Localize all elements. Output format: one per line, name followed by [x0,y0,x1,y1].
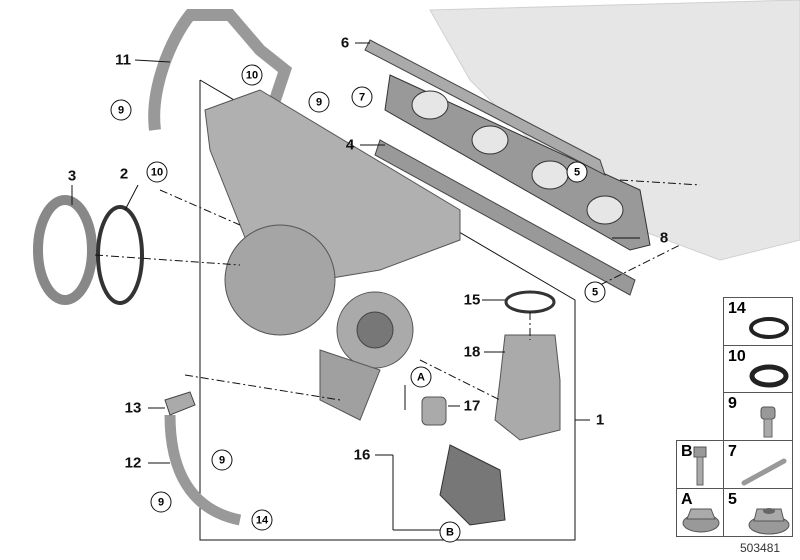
callout-9-bubble: 9 [110,99,132,121]
callout-13: 13 [124,399,142,417]
legend-cell-7: 7 [723,440,793,489]
legend-label: 10 [728,348,746,365]
callout-18: 18 [463,343,481,361]
heat-shield-rail [374,139,636,296]
diagram-reference-number: 503481 [740,541,781,555]
oil-return-pipe [164,414,242,526]
gasket-strip [364,39,606,177]
legend-label: 7 [728,443,737,460]
turbocharger-housing [224,224,336,336]
callout-2: 2 [119,165,129,183]
legend-cell-9: 9 [723,392,793,441]
callout-12: 12 [124,454,142,472]
legend-label: 9 [728,395,737,412]
cylinder-head [429,0,800,261]
o-ring-icon [749,364,789,388]
oil-pipe [148,8,293,131]
screw-icon [760,406,776,420]
v-band-clamp [33,195,97,305]
callout-5-bubble: 5 [584,281,606,303]
seal-ring [96,205,144,305]
legend-label: B [681,443,693,460]
callout-9-bubble: 9 [211,449,233,471]
callout-9-bubble: 9 [308,91,330,113]
callout-14-bubble: 14 [251,509,273,531]
wastegate-actuator [439,444,506,526]
pin-icon [741,458,787,486]
callout-11: 11 [115,51,131,69]
callout-9-bubble: 9 [150,491,172,513]
callout-16: 16 [353,446,371,464]
callout-10-bubble: 10 [241,64,263,86]
callout-7-bubble: 7 [351,86,373,108]
callout-A-bubble: A [410,366,432,388]
legend-label: 14 [728,300,746,317]
callout-3: 3 [67,167,77,185]
legend-cell-10: 10 [723,345,793,393]
callout-17: 17 [463,397,481,415]
callout-10-bubble: 10 [146,161,168,183]
callout-15: 15 [463,291,481,309]
callout-B-bubble: B [439,521,461,543]
legend-label: 5 [728,491,737,508]
bolt-icon [693,446,707,458]
charge-air-elbow [494,334,561,441]
callout-8: 8 [659,229,669,247]
legend-cell-5: 5 [723,488,793,537]
legend-cell-14: 14 [723,297,793,346]
callout-4: 4 [345,136,355,154]
callout-1: 1 [595,411,605,429]
legend-cell-A: A [676,488,724,537]
legend-label: A [681,491,693,508]
callout-5-bubble: 5 [566,161,588,183]
legend-cell-B: B [676,440,724,489]
callout-6: 6 [340,34,350,52]
o-ring-icon [749,317,789,339]
